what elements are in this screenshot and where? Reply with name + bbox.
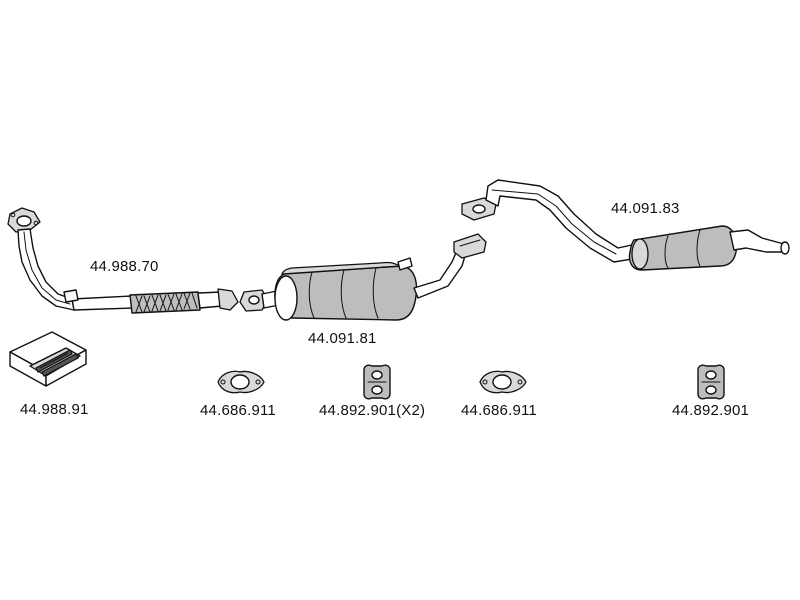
rear-silencer-code: 44.091.83 xyxy=(611,200,680,217)
front-pipe-flex-section xyxy=(129,291,201,314)
rubber-mount-pair-drawing xyxy=(363,364,391,400)
rear-silencer-inlet-flange xyxy=(461,197,497,221)
rubber-mount-pair-code: 44.892.901(X2) xyxy=(319,402,426,419)
front-pipe-inlet-flange xyxy=(7,207,41,233)
middle-silencer-drawing xyxy=(239,233,487,321)
gasket-rear-drawing xyxy=(479,370,527,394)
gasket-front-code: 44.686.911 xyxy=(200,402,276,419)
middle-silencer-code: 44.091.81 xyxy=(308,330,377,347)
front-pipe-code: 44.988.70 xyxy=(90,258,159,275)
rear-silencer-drawing xyxy=(461,179,790,271)
mounting-kit-code: 44.988.91 xyxy=(20,401,89,418)
rubber-mount-single-drawing xyxy=(697,364,725,400)
front-pipe-drawing xyxy=(7,207,239,314)
middle-silencer-inlet-flange xyxy=(239,289,269,312)
gasket-rear-code: 44.686.911 xyxy=(461,402,537,419)
rubber-mount-single-code: 44.892.901 xyxy=(672,402,750,419)
mounting-kit-drawing xyxy=(9,331,87,387)
gasket-front-drawing xyxy=(217,370,265,394)
